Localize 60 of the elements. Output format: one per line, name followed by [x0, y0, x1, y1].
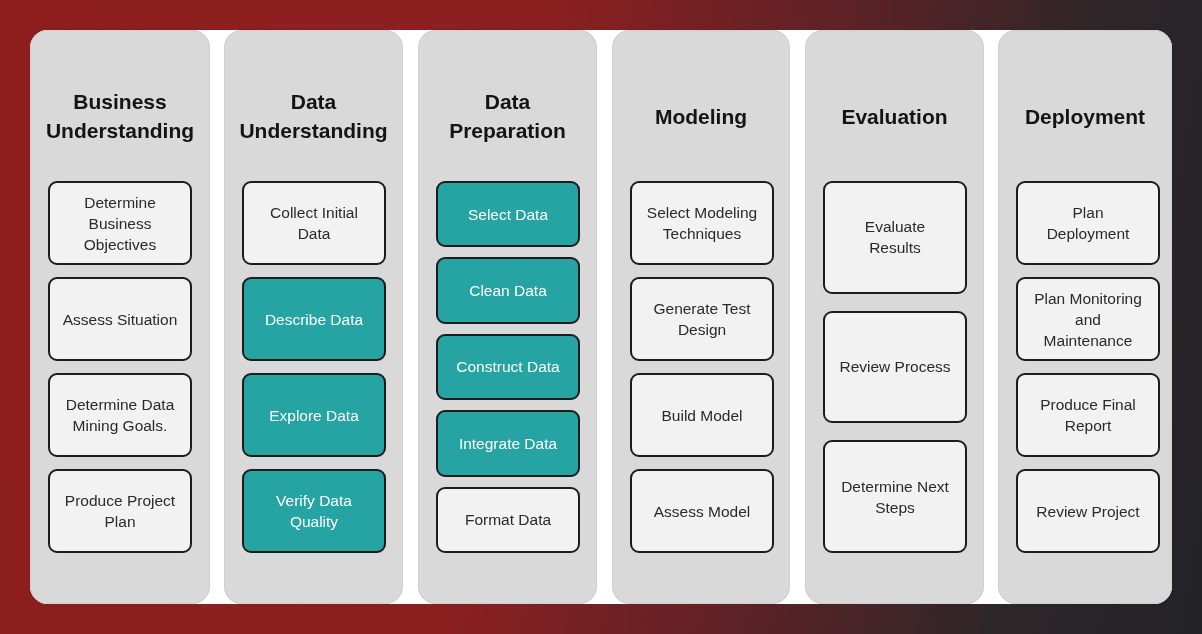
phase-column [612, 30, 790, 604]
phase-column [998, 30, 1172, 604]
task-box [436, 181, 580, 248]
task-label: Assess Model [653, 501, 751, 522]
task-label: Select Data [467, 204, 549, 225]
task-box [1016, 373, 1160, 457]
task-label: Determine Business Objectives [82, 192, 158, 255]
phase-heading: Deployment [1024, 103, 1146, 130]
task-label: Generate Test Design [652, 299, 752, 340]
task-label: Clean Data [469, 281, 547, 302]
phase-column [224, 30, 403, 604]
task-box [242, 181, 386, 265]
task-label: Collect Initial Data [269, 203, 359, 244]
task-label: Format Data [464, 510, 552, 531]
task-box [630, 469, 774, 553]
task-label: Determine Data Mining Goals. [64, 395, 176, 436]
phase-heading: Data Preparation [448, 89, 567, 144]
phase-column [418, 30, 597, 604]
task-label: Construct Data [456, 357, 560, 378]
task-label: Plan Deployment [1045, 203, 1131, 244]
task-box [1016, 277, 1160, 361]
task-box [48, 277, 192, 361]
task-box [823, 310, 967, 424]
phase-heading: Modeling [654, 103, 748, 130]
task-box [1016, 469, 1160, 553]
task-label: Evaluate Results [863, 217, 927, 259]
task-label: Explore Data [269, 405, 359, 426]
task-label: Integrate Data [458, 433, 558, 454]
task-label: Describe Data [264, 309, 364, 330]
task-box [630, 181, 774, 265]
phase-column [30, 30, 210, 604]
task-label: Verify Data Quality [275, 491, 353, 532]
task-label: Review Project [1036, 501, 1140, 522]
task-label: Review Process [839, 357, 951, 378]
task-label: Determine Next Steps [840, 476, 950, 518]
task-label: Produce Final Report [1039, 395, 1137, 436]
task-box [436, 486, 580, 553]
task-box [48, 181, 192, 265]
phase-heading: Data Understanding [238, 89, 389, 144]
task-box [48, 373, 192, 457]
task-box [242, 277, 386, 361]
task-box [436, 410, 580, 477]
task-box [823, 181, 967, 294]
task-box [48, 469, 192, 553]
task-label: Build Model [661, 405, 743, 426]
phase-heading: Evaluation [841, 103, 948, 130]
task-box [823, 440, 967, 553]
task-box [242, 469, 386, 553]
task-box [1016, 181, 1160, 265]
task-label: Assess Situation [62, 309, 178, 330]
task-box [630, 277, 774, 361]
task-label: Produce Project Plan [63, 491, 177, 532]
phase-column [805, 30, 984, 604]
task-label: Select Modeling Techniques [645, 203, 759, 244]
task-box [242, 373, 386, 457]
task-box [436, 333, 580, 401]
task-box [630, 373, 774, 457]
task-box [436, 257, 580, 324]
task-label: Plan Monitoring and Maintenance [1033, 288, 1143, 351]
phase-heading: Business Understanding [44, 89, 196, 144]
